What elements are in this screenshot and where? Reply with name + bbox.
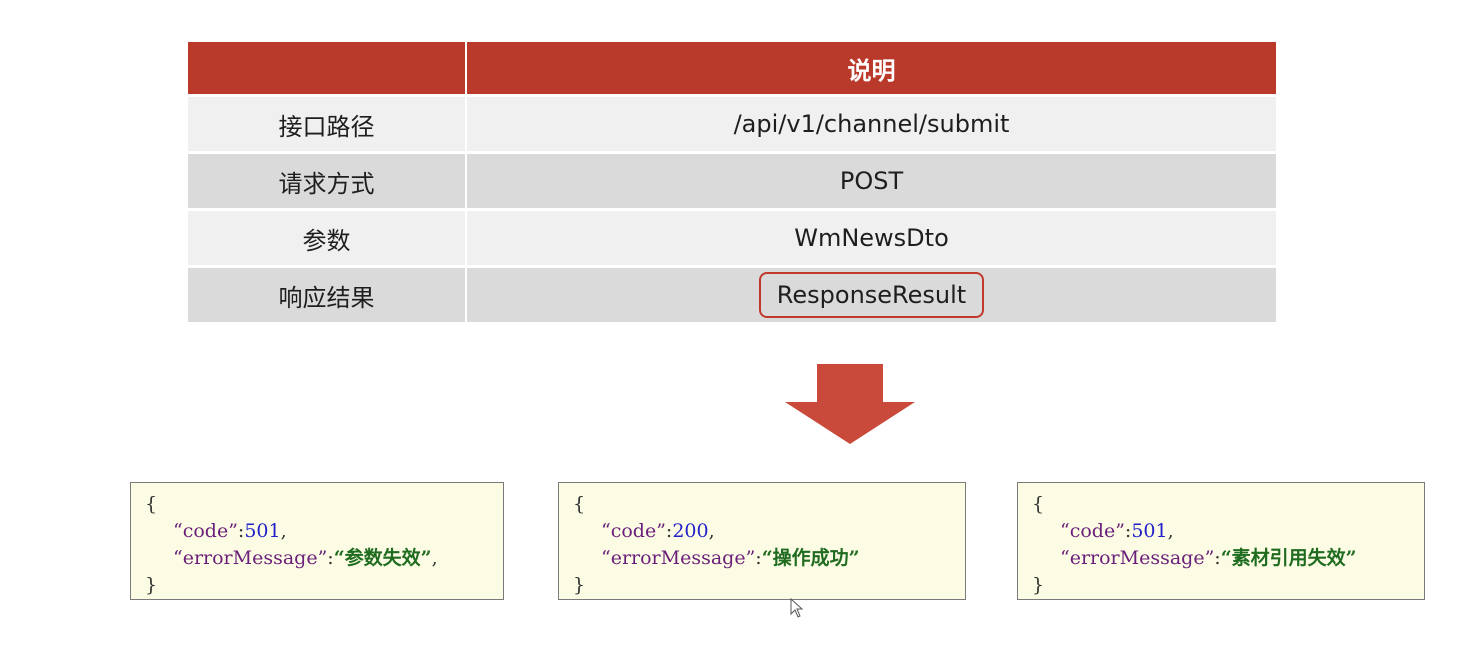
- message-sep: :: [327, 547, 334, 569]
- table-header-row: 说明: [188, 42, 1276, 97]
- code-open-brace: {: [573, 493, 586, 515]
- code-sep: :: [1124, 520, 1132, 542]
- code-line-message: “errorMessage”:“素材引用失效”: [1032, 545, 1424, 572]
- row-value-response: ResponseResult: [466, 266, 1276, 325]
- message-sep: :: [1214, 547, 1221, 569]
- code-value: 501: [1131, 520, 1168, 542]
- message-value: “参数失效”: [333, 547, 432, 569]
- row-label-response: 响应结果: [188, 266, 467, 325]
- code-end: ,: [280, 520, 287, 542]
- code-key: “code”: [601, 520, 666, 542]
- message-value: “素材引用失效”: [1220, 547, 1357, 569]
- message-sep: :: [755, 547, 762, 569]
- code-value: 200: [672, 520, 709, 542]
- mouse-cursor-icon: [790, 598, 804, 618]
- message-end: ,: [431, 547, 438, 569]
- arrow-down-icon: [785, 364, 915, 444]
- table-header-description: 说明: [466, 42, 1276, 97]
- row-label-path: 接口路径: [188, 95, 467, 154]
- row-label-method: 请求方式: [188, 152, 467, 211]
- code-sample-1: { “code”:501, “errorMessage”:“参数失效”, }: [130, 482, 504, 600]
- code-sep: :: [665, 520, 673, 542]
- code-line-message: “errorMessage”:“参数失效”,: [145, 545, 503, 572]
- code-line-message: “errorMessage”:“操作成功”: [573, 545, 965, 572]
- code-end: ,: [1167, 520, 1174, 542]
- row-label-params: 参数: [188, 209, 467, 268]
- code-line-code: “code”:501,: [145, 518, 503, 545]
- table-row: 参数 WmNewsDto: [188, 209, 1276, 268]
- message-value: “操作成功”: [761, 547, 860, 569]
- table-row: 响应结果 ResponseResult: [188, 266, 1276, 325]
- code-sep: :: [237, 520, 245, 542]
- message-key: “errorMessage”: [173, 547, 328, 569]
- response-result-highlight: ResponseResult: [758, 272, 985, 318]
- code-value: 501: [244, 520, 281, 542]
- code-close-brace: }: [1032, 574, 1045, 596]
- row-value-method: POST: [466, 152, 1276, 211]
- code-end: ,: [708, 520, 715, 542]
- code-open-brace: {: [145, 493, 158, 515]
- code-open-brace: {: [1032, 493, 1045, 515]
- row-value-path: /api/v1/channel/submit: [466, 95, 1276, 154]
- code-close-brace: }: [145, 574, 158, 596]
- table-row: 请求方式 POST: [188, 152, 1276, 211]
- code-key: “code”: [173, 520, 238, 542]
- code-close-brace: }: [573, 574, 586, 596]
- message-key: “errorMessage”: [1060, 547, 1215, 569]
- table-row: 接口路径 /api/v1/channel/submit: [188, 95, 1276, 154]
- code-sample-3: { “code”:501, “errorMessage”:“素材引用失效” }: [1017, 482, 1425, 600]
- message-key: “errorMessage”: [601, 547, 756, 569]
- code-sample-2: { “code”:200, “errorMessage”:“操作成功” }: [558, 482, 966, 600]
- code-key: “code”: [1060, 520, 1125, 542]
- code-line-code: “code”:501,: [1032, 518, 1424, 545]
- row-value-params: WmNewsDto: [466, 209, 1276, 268]
- table-header-empty: [188, 42, 467, 97]
- api-spec-table: 说明 接口路径 /api/v1/channel/submit 请求方式 POST…: [188, 42, 1276, 325]
- code-line-code: “code”:200,: [573, 518, 965, 545]
